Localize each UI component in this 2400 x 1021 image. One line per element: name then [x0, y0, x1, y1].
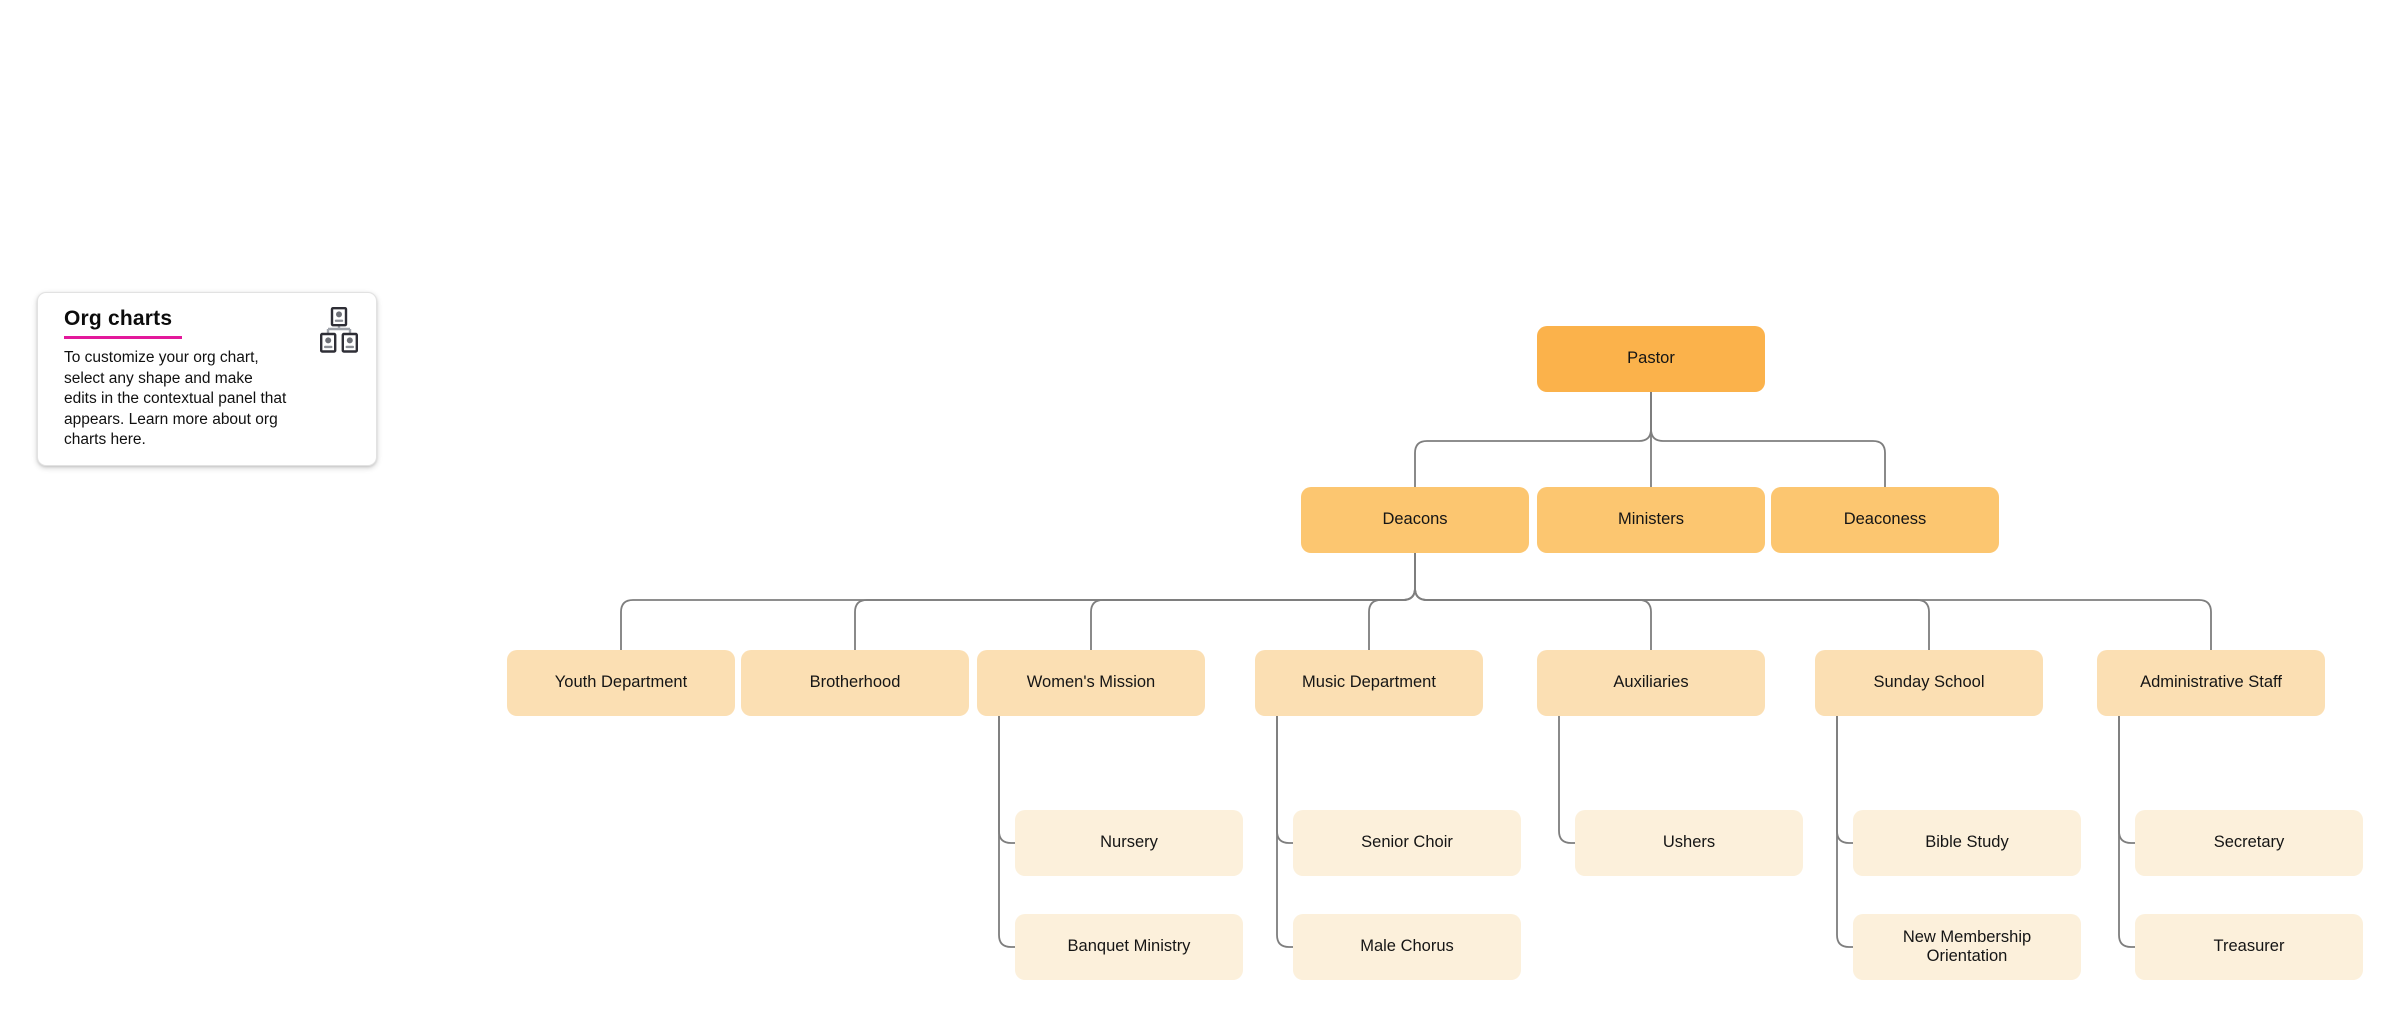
org-node-treasurer[interactable]: Treasurer	[2135, 914, 2363, 980]
org-node-sunday[interactable]: Sunday School	[1815, 650, 2043, 716]
connector-deacons-brotherhood[interactable]	[854, 553, 1416, 650]
org-node-ministers[interactable]: Ministers	[1537, 487, 1765, 553]
org-node-label: Deaconess	[1843, 510, 1927, 529]
connector-admin-treasurer[interactable]	[2118, 716, 2135, 948]
org-node-banquet[interactable]: Banquet Ministry	[1015, 914, 1243, 980]
org-node-label: Women's Mission	[1026, 673, 1156, 692]
connector-music-malechorus[interactable]	[1276, 716, 1293, 948]
org-node-label: Brotherhood	[809, 673, 901, 692]
connector-deacons-music[interactable]	[1368, 553, 1416, 650]
org-node-ushers[interactable]: Ushers	[1575, 810, 1803, 876]
org-node-admin[interactable]: Administrative Staff	[2097, 650, 2325, 716]
org-node-secretary[interactable]: Secretary	[2135, 810, 2363, 876]
connector-deacons-womens[interactable]	[1090, 553, 1416, 650]
org-node-deaconess[interactable]: Deaconess	[1771, 487, 1999, 553]
note-body: To customize your org chart, select any …	[64, 349, 287, 448]
org-node-biblestudy[interactable]: Bible Study	[1853, 810, 2081, 876]
org-node-label: Music Department	[1302, 673, 1436, 692]
org-node-womens[interactable]: Women's Mission	[977, 650, 1205, 716]
connector-deacons-sunday[interactable]	[1414, 553, 1930, 650]
org-node-deacons[interactable]: Deacons	[1301, 487, 1529, 553]
connector-pastor-deacons[interactable]	[1414, 392, 1652, 487]
org-node-label: Senior Choir	[1361, 833, 1453, 852]
org-node-pastor[interactable]: Pastor	[1537, 326, 1765, 392]
org-chart-icon	[320, 307, 358, 353]
org-node-label: Bible Study	[1925, 833, 2009, 852]
org-node-label: Youth Department	[554, 673, 688, 692]
org-node-brotherhood[interactable]: Brotherhood	[741, 650, 969, 716]
org-node-nursery[interactable]: Nursery	[1015, 810, 1243, 876]
connector-pastor-deaconess[interactable]	[1650, 392, 1886, 487]
connector-aux-ushers[interactable]	[1558, 716, 1575, 844]
org-node-label: Deacons	[1382, 510, 1448, 529]
org-node-label: New Membership Orientation	[1902, 927, 2032, 965]
org-node-aux[interactable]: Auxiliaries	[1537, 650, 1765, 716]
org-node-label: Administrative Staff	[2140, 673, 2282, 692]
org-node-label: Nursery	[1100, 833, 1158, 852]
connector-womens-nursery[interactable]	[998, 716, 1015, 844]
connector-deacons-youth[interactable]	[620, 553, 1416, 650]
org-node-youth[interactable]: Youth Department	[507, 650, 735, 716]
connector-deacons-aux[interactable]	[1414, 553, 1652, 650]
connector-deacons-admin[interactable]	[1414, 553, 2212, 650]
org-node-label: Male Chorus	[1360, 937, 1454, 956]
org-node-label: Sunday School	[1873, 673, 1985, 692]
org-node-malechorus[interactable]: Male Chorus	[1293, 914, 1521, 980]
org-node-label: Ministers	[1617, 510, 1684, 529]
org-node-nmo[interactable]: New Membership Orientation	[1853, 914, 2081, 980]
org-node-seniorchoir[interactable]: Senior Choir	[1293, 810, 1521, 876]
connector-sunday-nmo[interactable]	[1836, 716, 1853, 948]
connector-sunday-biblestudy[interactable]	[1836, 716, 1853, 844]
org-node-label: Ushers	[1662, 833, 1716, 852]
org-node-label: Pastor	[1627, 349, 1675, 368]
org-node-music[interactable]: Music Department	[1255, 650, 1483, 716]
org-node-label: Secretary	[2213, 833, 2285, 852]
note-title: Org charts	[64, 307, 183, 339]
connector-music-seniorchoir[interactable]	[1276, 716, 1293, 844]
org-charts-note-card[interactable]: Org charts To customize your org chart, …	[37, 292, 377, 466]
org-node-label: Auxiliaries	[1613, 673, 1689, 692]
connector-womens-banquet[interactable]	[998, 716, 1015, 948]
org-node-label: Banquet Ministry	[1067, 937, 1191, 956]
connector-admin-secretary[interactable]	[2118, 716, 2135, 844]
org-node-label: Treasurer	[2213, 937, 2285, 956]
